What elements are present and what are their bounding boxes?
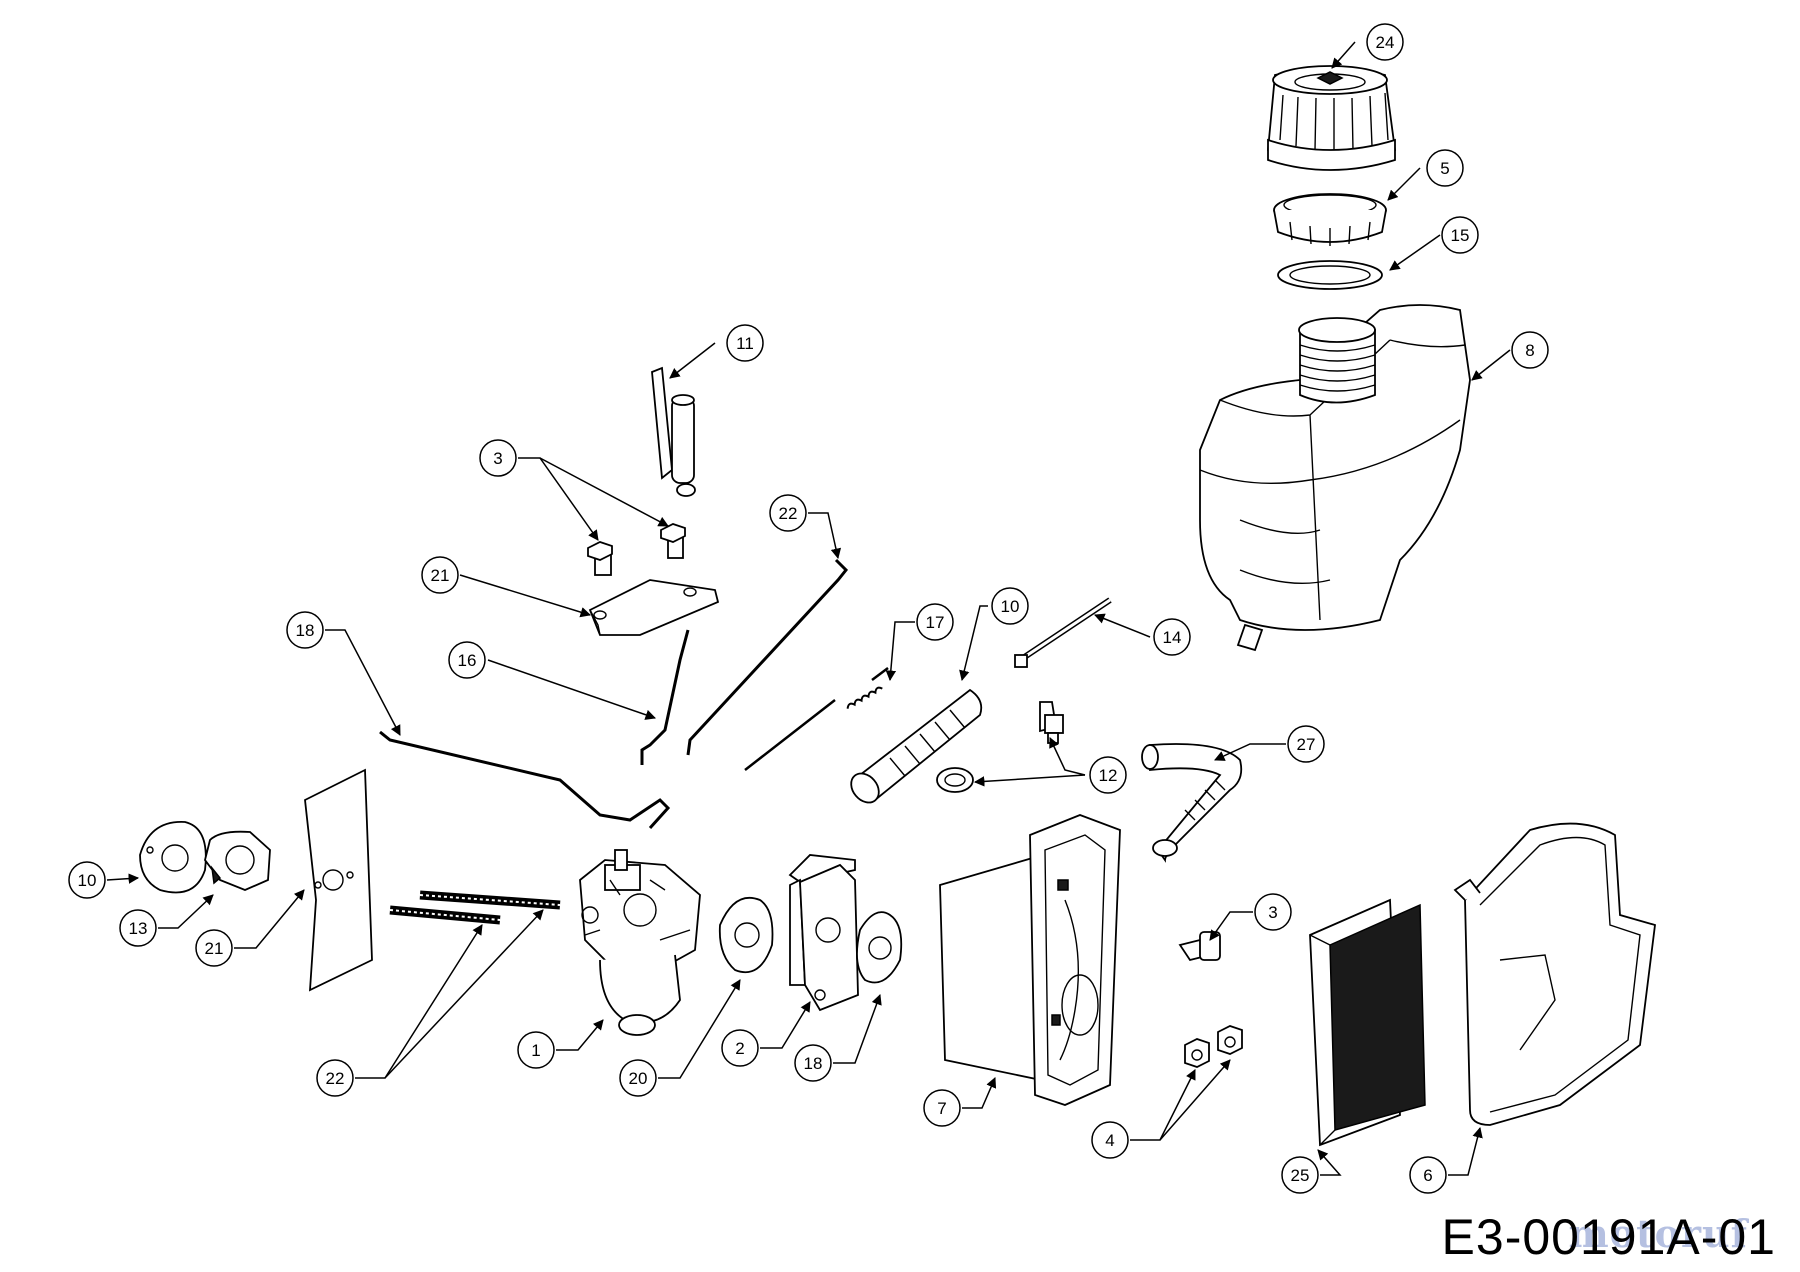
spring-part (744, 667, 889, 771)
callout: 6 (1409, 1156, 1447, 1194)
breather-hose-part (1141, 743, 1243, 863)
svg-text:10: 10 (1001, 597, 1020, 616)
callout: 15 (1441, 216, 1479, 254)
nut-part (1184, 1025, 1243, 1068)
callout: 16 (448, 641, 486, 679)
callout: 5 (1426, 149, 1464, 187)
air-filter-base-part (939, 814, 1121, 1106)
stud-part (389, 890, 561, 925)
callout: 22 (769, 494, 807, 532)
callout: 17 (916, 603, 954, 641)
svg-text:24: 24 (1376, 33, 1395, 52)
drawing-code-label: E3-00191A-01 (1441, 1209, 1776, 1265)
callout: 3 (479, 439, 517, 477)
svg-text:12: 12 (1099, 766, 1118, 785)
callout: 13 (119, 909, 157, 947)
svg-text:14: 14 (1163, 628, 1182, 647)
fuel-cap-part (1267, 65, 1396, 171)
carb-gasket-part (718, 896, 774, 974)
svg-text:5: 5 (1440, 159, 1449, 178)
svg-text:16: 16 (458, 651, 477, 670)
callout: 2 (721, 1029, 759, 1067)
callout: 21 (195, 929, 233, 967)
callout: 18 (794, 1044, 832, 1082)
callout: 14 (1153, 618, 1191, 656)
callout: 10 (68, 861, 106, 899)
svg-text:13: 13 (129, 919, 148, 938)
filter-element-part (1309, 898, 1426, 1147)
svg-text:21: 21 (205, 939, 224, 958)
link-rod-part (640, 629, 690, 765)
callout: 10 (991, 587, 1029, 625)
callout: 1 (517, 1031, 555, 1069)
bolt-part (587, 523, 686, 576)
bolt-lower-part (1178, 931, 1221, 962)
insulator-spacer-part (204, 830, 271, 891)
cap-ring-part (1273, 193, 1387, 246)
svg-text:11: 11 (736, 334, 754, 353)
fuel-hose-part (850, 688, 983, 804)
callout: 20 (619, 1059, 657, 1097)
svg-text:18: 18 (296, 621, 315, 640)
callout: 18 (286, 611, 324, 649)
governor-rod-part (686, 558, 849, 756)
leader-lines (106, 41, 1511, 1176)
throttle-bracket-part (788, 854, 859, 1012)
fuel-tank-part (1199, 304, 1471, 652)
svg-text:20: 20 (629, 1069, 648, 1088)
svg-text:3: 3 (1268, 903, 1277, 922)
svg-text:18: 18 (804, 1054, 823, 1073)
svg-text:21: 21 (431, 566, 450, 585)
air-filter-cover-part (1453, 822, 1656, 1126)
svg-text:15: 15 (1451, 226, 1470, 245)
callout: 22 (316, 1059, 354, 1097)
watermark-logo: motoruf (1568, 1211, 1748, 1256)
svg-text:6: 6 (1423, 1166, 1432, 1185)
svg-text:22: 22 (779, 504, 798, 523)
heat-shield-part (304, 768, 373, 992)
carburetor-part (579, 849, 701, 1036)
svg-text:25: 25 (1291, 1166, 1310, 1185)
svg-text:4: 4 (1105, 1131, 1114, 1150)
bracket-plate-part (588, 579, 720, 636)
throttle-linkage-part (379, 730, 671, 830)
svg-text:8: 8 (1525, 341, 1534, 360)
callout: 7 (923, 1089, 961, 1127)
callout: 4 (1091, 1121, 1129, 1159)
callout: 8 (1511, 331, 1549, 369)
callout: 21 (421, 556, 459, 594)
callout: 24 (1366, 23, 1404, 61)
callout: 27 (1287, 725, 1325, 763)
svg-text:7: 7 (937, 1099, 946, 1118)
svg-text:22: 22 (326, 1069, 345, 1088)
callout: 11 (726, 324, 764, 362)
gasket-ring-part (1277, 260, 1383, 290)
callout: 12 (1089, 756, 1127, 794)
gasket-part (139, 821, 207, 894)
svg-text:2: 2 (735, 1039, 744, 1058)
callout: 25 (1281, 1156, 1319, 1194)
gasket-small-part (856, 911, 903, 984)
svg-text:10: 10 (78, 871, 97, 890)
callout: 3 (1254, 893, 1292, 931)
long-bolt-part (1014, 597, 1112, 668)
choke-shaft-part (651, 366, 696, 497)
svg-text:27: 27 (1297, 735, 1316, 754)
svg-text:3: 3 (493, 449, 502, 468)
svg-text:1: 1 (531, 1041, 540, 1060)
svg-text:17: 17 (926, 613, 945, 632)
